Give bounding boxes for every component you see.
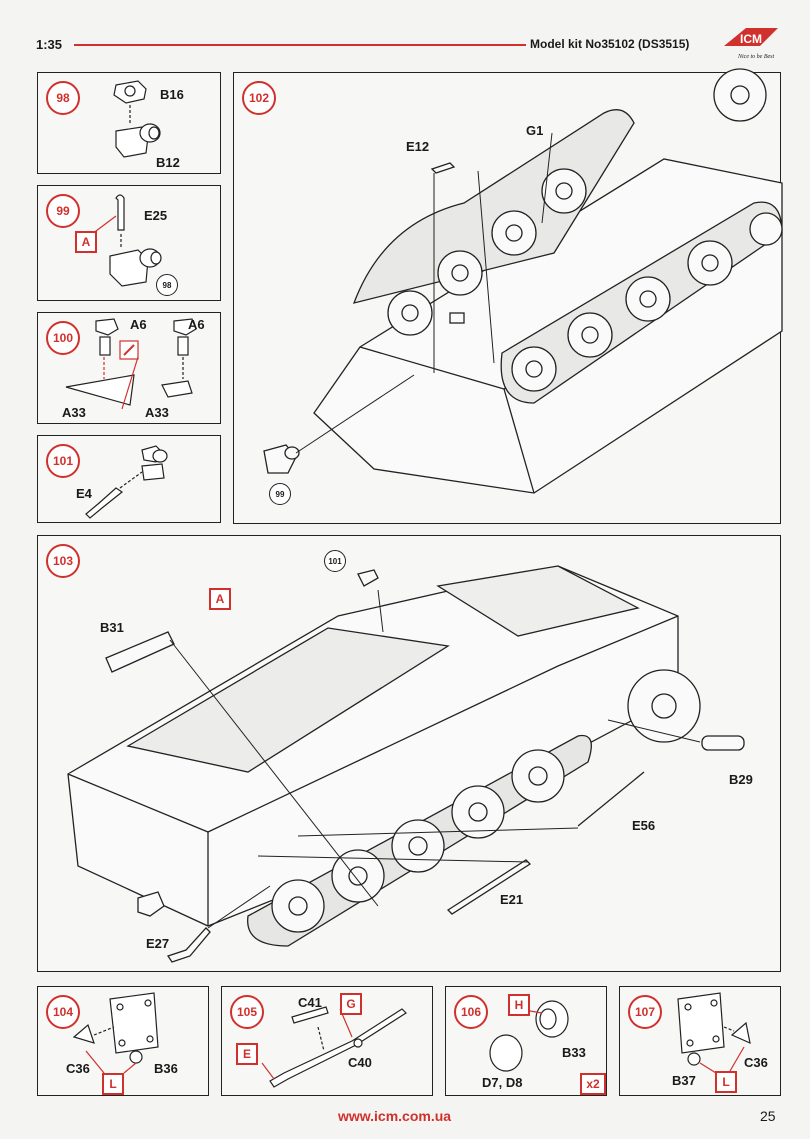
part-label: B29 xyxy=(729,772,753,787)
part-label: C36 xyxy=(744,1055,768,1070)
step-number: 106 xyxy=(454,995,488,1029)
part-label: E21 xyxy=(500,892,524,907)
kit-title: Model kit No35102 (DS3515) xyxy=(530,37,690,51)
step-number: 103 xyxy=(46,544,80,578)
part-label: C40 xyxy=(348,1055,372,1070)
paint-code-badge: H xyxy=(508,994,530,1016)
logo-text: ICM xyxy=(740,32,762,46)
step-102-drawing xyxy=(263,68,783,494)
step-99-drawing xyxy=(83,194,162,287)
part-label: B31 xyxy=(100,620,124,635)
step-number: 102 xyxy=(242,81,276,115)
page-number: 25 xyxy=(760,1108,776,1124)
step-102-panel: 102 xyxy=(233,68,783,524)
part-label: E25 xyxy=(144,208,168,223)
header-rule xyxy=(74,44,526,46)
part-label: A6 xyxy=(130,317,147,332)
step-101-panel: 101 E4 xyxy=(37,435,221,523)
step-number: 105 xyxy=(230,995,264,1029)
logo-tagline: Nice to be Best xyxy=(737,54,774,60)
step-107-panel: 107 C36 B37 L xyxy=(619,986,781,1096)
part-label: B12 xyxy=(156,155,180,170)
step-103-drawing xyxy=(67,565,745,963)
step-105-panel: 105 C41 G E C40 xyxy=(221,986,433,1096)
part-label: E27 xyxy=(146,936,170,951)
step-reference-badge: 98 xyxy=(156,274,178,296)
step-101-drawing xyxy=(85,445,168,519)
paint-code-badge: L xyxy=(715,1071,737,1093)
step-number: 100 xyxy=(46,321,80,355)
step-98-panel: 98 B16 B12 xyxy=(37,72,221,174)
scale-label: 1:35 xyxy=(36,37,63,52)
part-label: E4 xyxy=(76,486,92,501)
step-104-drawing xyxy=(72,992,159,1074)
part-label: D7, D8 xyxy=(482,1075,523,1090)
paint-code-badge: L xyxy=(102,1073,124,1095)
part-label: A6 xyxy=(188,317,205,332)
part-label: C36 xyxy=(66,1061,90,1076)
step-number: 99 xyxy=(46,194,80,228)
part-label: B37 xyxy=(672,1073,696,1088)
part-label: E12 xyxy=(406,139,430,154)
step-reference-badge: 101 xyxy=(324,550,346,572)
step-99-panel: 99 E25 A 98 xyxy=(37,185,221,301)
part-label: B36 xyxy=(154,1061,178,1076)
part-label: A33 xyxy=(145,405,169,420)
step-104-panel: 104 C36 B36 L xyxy=(37,986,209,1096)
step-106-panel: 106 H B33 D7, D8 x2 xyxy=(445,986,607,1096)
step-reference-badge: 99 xyxy=(269,483,291,505)
paint-code-badge: E xyxy=(236,1043,258,1065)
part-label: G1 xyxy=(526,123,544,138)
part-label: C41 xyxy=(298,995,322,1010)
step-100-drawing xyxy=(65,318,197,410)
step-number: 98 xyxy=(46,81,80,115)
step-number: 104 xyxy=(46,995,80,1029)
part-label: B33 xyxy=(562,1045,586,1060)
step-98-drawing xyxy=(113,80,161,158)
paint-code-badge: A xyxy=(209,588,231,610)
footer-url-link[interactable]: www.icm.com.ua xyxy=(338,1108,452,1124)
part-label: B16 xyxy=(160,87,184,102)
step-103-panel: 103 xyxy=(37,535,781,972)
quantity-badge: x2 xyxy=(580,1073,606,1095)
paint-code-badge: G xyxy=(340,993,362,1015)
step-105-drawing xyxy=(261,1006,407,1088)
icm-logo: ICM Nice to be Best xyxy=(716,24,782,64)
step-number: 101 xyxy=(46,444,80,478)
step-number: 107 xyxy=(628,995,662,1029)
step-107-drawing xyxy=(677,992,751,1074)
step-100-panel: 100 A6 A6 A33 A33 xyxy=(37,312,221,424)
part-label: A33 xyxy=(62,405,86,420)
part-label: E56 xyxy=(632,818,656,833)
paint-code-badge: A xyxy=(75,231,97,253)
step-106-drawing xyxy=(489,1000,569,1072)
